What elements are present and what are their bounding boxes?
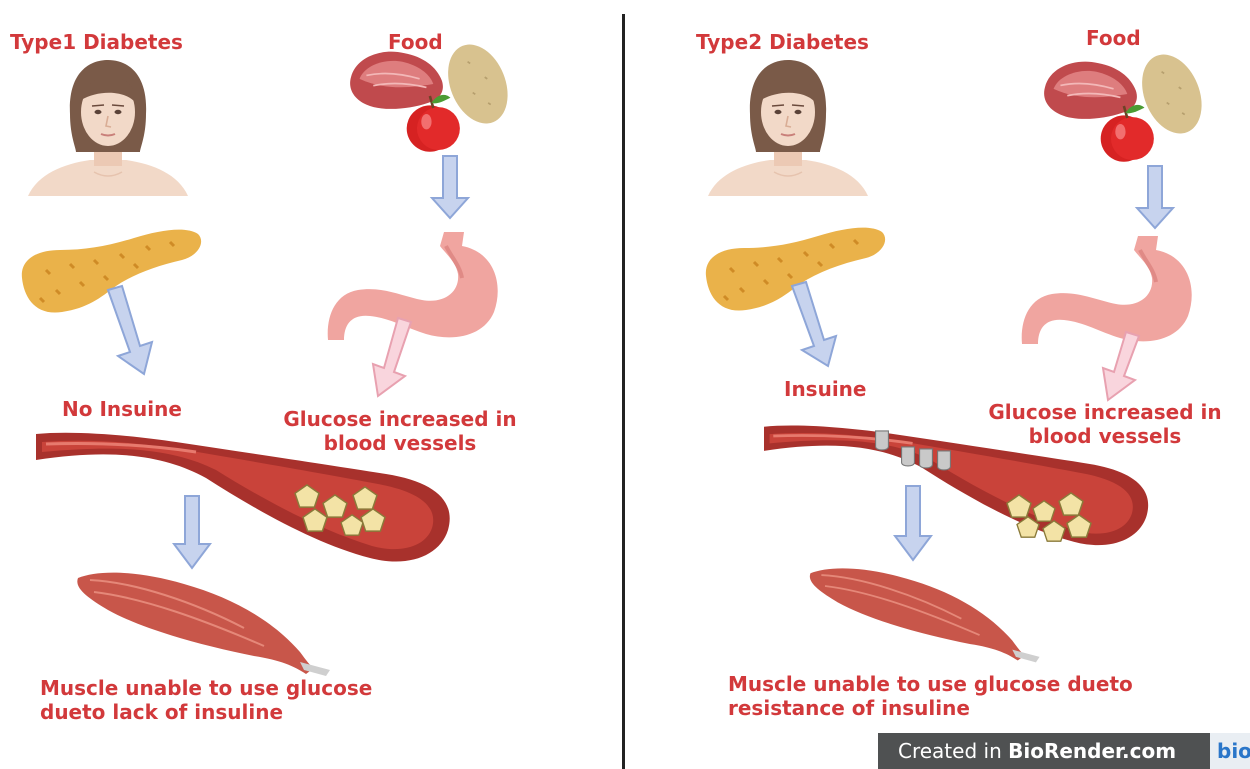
down-arrow-icon bbox=[432, 156, 468, 218]
type1-title: Type1 Diabetes bbox=[10, 30, 183, 54]
stomach-icon bbox=[328, 232, 498, 340]
type2-muscle-label-line1: Muscle unable to use glucose dueto bbox=[728, 672, 1133, 696]
watermark-prefix: Created in bbox=[878, 739, 1008, 763]
type1-glucose-label-line1: Glucose increased in bbox=[240, 407, 560, 431]
type1-food-label: Food bbox=[388, 30, 443, 54]
down-arrow-icon bbox=[373, 318, 411, 396]
watermark-logo-chip: bio bbox=[1210, 733, 1250, 769]
type1-muscle-label-line1: Muscle unable to use glucose bbox=[40, 676, 372, 700]
type2-muscle-label: Muscle unable to use glucose dueto resis… bbox=[728, 672, 1133, 720]
type1-glucose-label: Glucose increased in blood vessels bbox=[240, 407, 560, 455]
watermark-brand: BioRender.com bbox=[1008, 739, 1176, 763]
type2-glucose-label-line2: blood vessels bbox=[966, 424, 1244, 448]
down-arrow-icon bbox=[792, 282, 836, 366]
type2-illustration bbox=[630, 0, 1250, 769]
muscle-icon bbox=[77, 573, 330, 676]
type2-insulin-label: Insuine bbox=[784, 377, 866, 401]
type2-glucose-label-line1: Glucose increased in bbox=[966, 400, 1244, 424]
type1-muscle-label-line2: dueto lack of insuline bbox=[40, 700, 372, 724]
type1-glucose-label-line2: blood vessels bbox=[240, 431, 560, 455]
type1-panel: Type1 Diabetes Food No Insuine Glucose i… bbox=[0, 0, 620, 769]
stomach-icon bbox=[1022, 236, 1192, 344]
biorender-watermark: Created in BioRender.com bio bbox=[878, 733, 1250, 769]
type2-glucose-label: Glucose increased in blood vessels bbox=[966, 400, 1244, 448]
muscle-icon bbox=[810, 568, 1040, 662]
type1-insulin-label: No Insuine bbox=[62, 397, 182, 421]
panel-divider bbox=[622, 14, 625, 769]
down-arrow-icon bbox=[174, 496, 210, 568]
type2-food-label: Food bbox=[1086, 26, 1141, 50]
insulin-receptor-icon bbox=[902, 447, 915, 466]
insulin-receptor-icon bbox=[938, 451, 951, 470]
down-arrow-icon bbox=[1103, 332, 1139, 400]
type2-title: Type2 Diabetes bbox=[696, 30, 869, 54]
down-arrow-icon bbox=[108, 286, 152, 374]
type2-panel: Type2 Diabetes Food Insuine Glucose incr… bbox=[630, 0, 1250, 769]
insulin-receptor-icon bbox=[876, 431, 889, 450]
type2-muscle-label-line2: resistance of insuline bbox=[728, 696, 1133, 720]
insulin-receptor-icon bbox=[920, 449, 933, 468]
type1-illustration bbox=[0, 0, 620, 769]
food-icon bbox=[1044, 46, 1213, 162]
type1-muscle-label: Muscle unable to use glucose dueto lack … bbox=[40, 676, 372, 724]
down-arrow-icon bbox=[1137, 166, 1173, 228]
person-bust-icon bbox=[28, 60, 188, 196]
down-arrow-icon bbox=[895, 486, 931, 560]
person-bust-icon bbox=[708, 60, 868, 196]
